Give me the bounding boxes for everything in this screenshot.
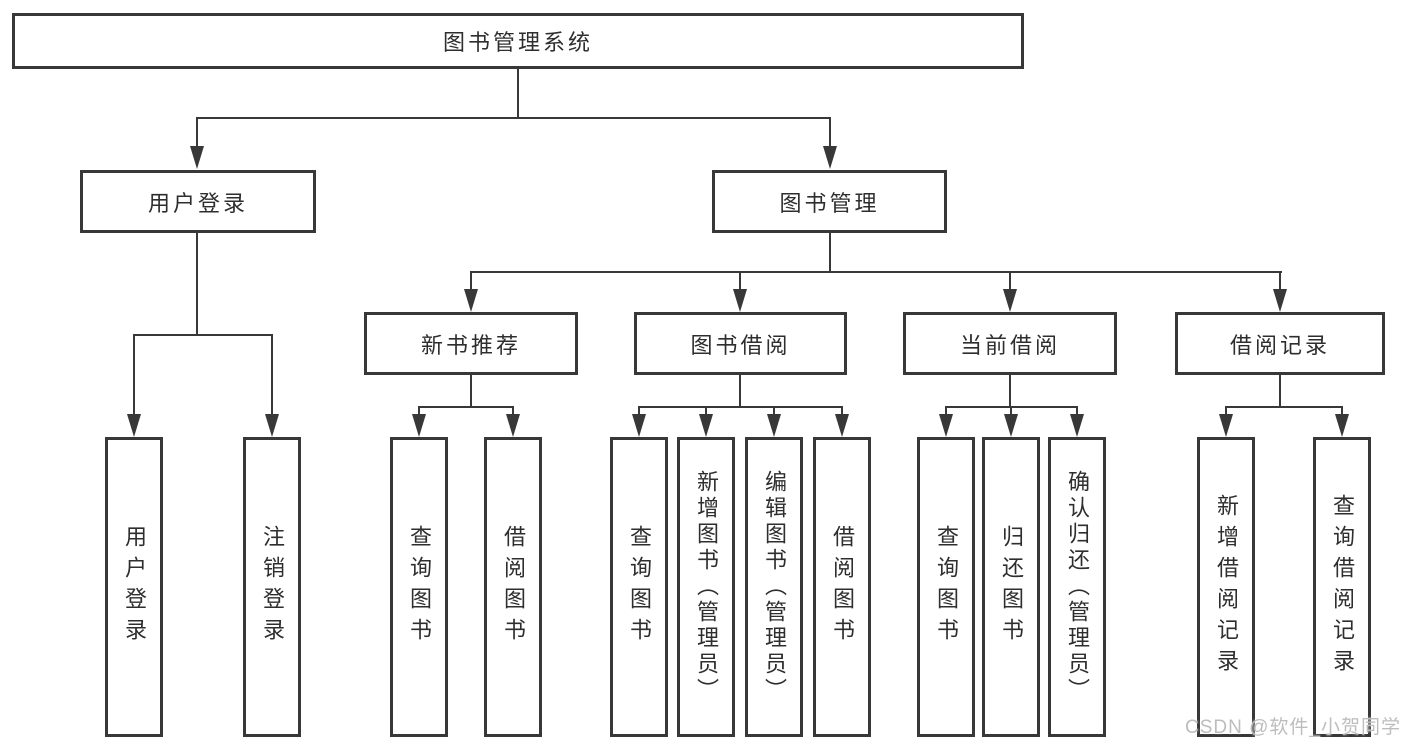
arrow-down-icon xyxy=(506,414,520,437)
connector-line xyxy=(638,406,640,416)
connector-line xyxy=(829,117,831,148)
arrow-down-icon xyxy=(835,414,849,437)
csdn-watermark: CSDN @软件_小贺同学 xyxy=(1185,717,1401,738)
connector-line xyxy=(470,375,472,408)
node-user-login: 用户登录 xyxy=(80,170,316,233)
connector-line xyxy=(739,375,741,408)
leaf-confirm-return-admin: 确认归还（管理员） xyxy=(1048,437,1106,737)
connector-line xyxy=(196,117,198,148)
arrow-down-icon xyxy=(1003,289,1017,312)
leaf-add-borrow-record: 新增借阅记录 xyxy=(1197,437,1255,737)
arrow-down-icon xyxy=(1004,414,1018,437)
node-borrow-record: 借阅记录 xyxy=(1175,312,1385,375)
leaf-user-login: 用户登录 xyxy=(105,437,163,737)
connector-line xyxy=(1010,406,1012,416)
arrow-down-icon xyxy=(733,289,747,312)
arrow-down-icon xyxy=(190,146,204,169)
arrow-down-icon xyxy=(939,414,953,437)
connector-line xyxy=(773,406,775,416)
arrow-down-icon xyxy=(767,414,781,437)
connector-line xyxy=(739,271,741,291)
connector-line xyxy=(829,233,831,273)
arrow-down-icon xyxy=(412,414,426,437)
arrow-down-icon xyxy=(632,414,646,437)
connector-line xyxy=(1279,271,1281,291)
arrow-down-icon xyxy=(265,414,279,437)
leaf-borrow-books: 借阅图书 xyxy=(813,437,871,737)
node-new-book-recommend: 新书推荐 xyxy=(364,312,578,375)
arrow-down-icon xyxy=(699,414,713,437)
connector-line xyxy=(945,406,947,416)
connector-line xyxy=(705,406,707,416)
connector-line xyxy=(841,406,843,416)
leaf-borrow-books-recommend: 借阅图书 xyxy=(484,437,542,737)
node-root: 图书管理系统 xyxy=(12,13,1024,69)
arrow-down-icon xyxy=(1335,414,1349,437)
connector-line xyxy=(1009,375,1011,408)
arrow-down-icon xyxy=(464,289,478,312)
arrow-down-icon xyxy=(127,414,141,437)
connector-line xyxy=(1076,406,1078,416)
connector-line xyxy=(638,406,842,408)
arrow-down-icon xyxy=(1273,289,1287,312)
node-current-borrow: 当前借阅 xyxy=(903,312,1117,375)
leaf-return-books: 归还图书 xyxy=(982,437,1040,737)
arrow-down-icon xyxy=(1070,414,1084,437)
arrow-down-icon xyxy=(823,146,837,169)
connector-line xyxy=(1279,375,1281,408)
arrow-down-icon xyxy=(1219,414,1233,437)
leaf-edit-books-admin: 编辑图书（管理员） xyxy=(745,437,803,737)
connector-line xyxy=(1341,406,1343,416)
connector-line xyxy=(470,271,1282,273)
connector-line xyxy=(1009,271,1011,291)
connector-line xyxy=(418,406,420,416)
leaf-query-books-borrow: 查询图书 xyxy=(610,437,668,737)
leaf-logout: 注销登录 xyxy=(243,437,301,737)
connector-line xyxy=(133,334,135,416)
connector-line xyxy=(517,69,519,119)
connector-line xyxy=(512,406,514,416)
connector-line xyxy=(196,117,831,119)
node-book-management: 图书管理 xyxy=(712,170,947,233)
connector-line xyxy=(271,334,273,416)
leaf-query-books-recommend: 查询图书 xyxy=(390,437,448,737)
connector-line xyxy=(1225,406,1227,416)
leaf-query-borrow-record: 查询借阅记录 xyxy=(1313,437,1371,737)
connector-line xyxy=(133,334,273,336)
connector-line xyxy=(418,406,514,408)
node-book-borrow: 图书借阅 xyxy=(634,312,847,375)
connector-line xyxy=(1225,406,1343,408)
connector-line xyxy=(196,233,198,336)
leaf-query-books-current: 查询图书 xyxy=(917,437,975,737)
connector-line xyxy=(470,271,472,291)
leaf-add-books-admin: 新增图书（管理员） xyxy=(677,437,735,737)
